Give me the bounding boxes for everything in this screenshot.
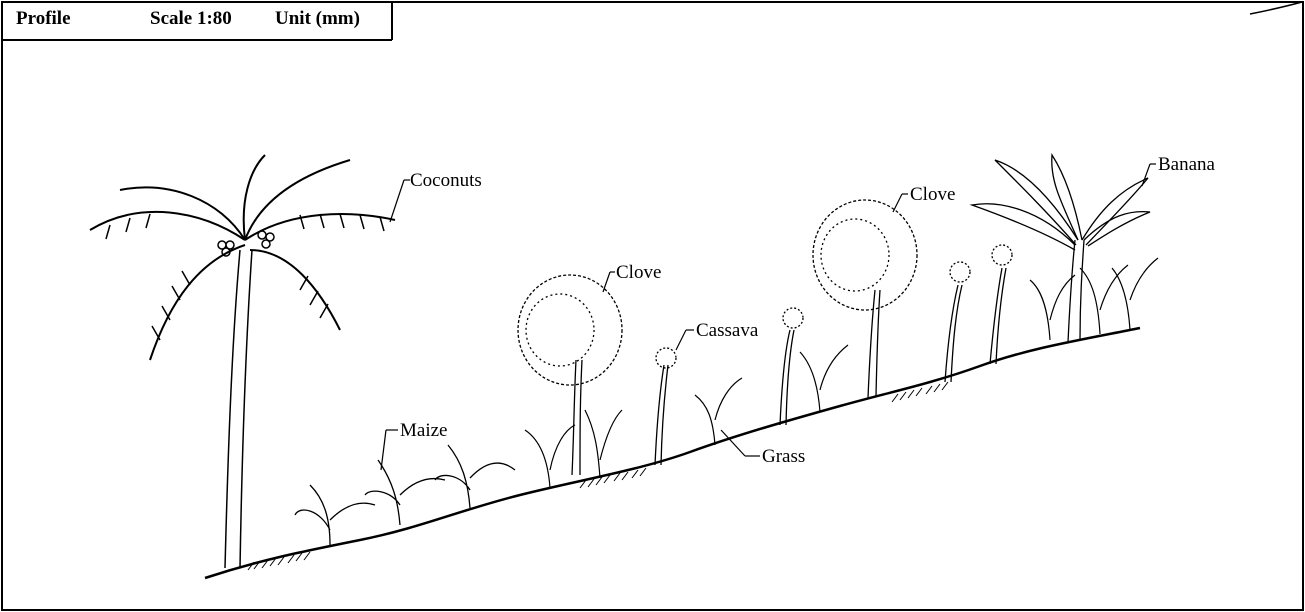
grass-tufts — [525, 258, 1158, 488]
label-cassava: Cassava — [696, 320, 759, 341]
clove-1-leader — [603, 272, 610, 292]
label-grass: Grass — [762, 446, 805, 467]
clove-2-leader — [893, 194, 902, 212]
maize-leader — [381, 430, 386, 470]
label-clove-2: Clove — [910, 184, 955, 205]
cassava-plants — [655, 245, 1012, 465]
header-title: Profile — [16, 0, 71, 38]
header-scale: Scale 1:80 — [150, 0, 232, 38]
label-coconuts: Coconuts — [410, 170, 482, 191]
banana-leader — [1142, 164, 1150, 186]
banana-plant — [972, 155, 1150, 342]
cassava-leader — [676, 330, 686, 350]
label-maize: Maize — [400, 420, 447, 441]
soil-hatch-1 — [248, 552, 310, 570]
label-clove-1: Clove — [616, 262, 661, 283]
corner-curve — [1250, 2, 1302, 14]
clove-tree-1 — [518, 275, 622, 475]
header-unit: Unit (mm) — [275, 0, 360, 38]
label-banana: Banana — [1158, 154, 1216, 175]
coconuts-leader — [390, 180, 404, 222]
